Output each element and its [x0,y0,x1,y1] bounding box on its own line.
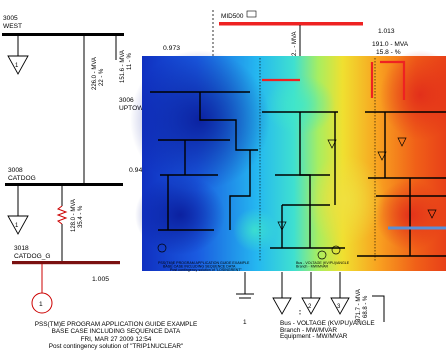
footer-line: FRI, MAR 27 2009 12:54 [80,335,152,343]
legend-line: Bus - VOLTAGE (KV/PU)/ANGLE [280,320,375,327]
bus-catdog-bar[interactable] [5,183,123,186]
footer-line: PSS(TM)E PROGRAM APPLICATION GUIDE EXAMP… [34,321,198,328]
footer-legend: Bus - VOLTAGE (KV/PU)/ANGLE Branch - MW/… [280,320,375,341]
generator-icon[interactable] [31,292,53,314]
voltage-label: 1.013 [378,28,395,35]
bus-catdog-g[interactable]: 3018 CATDOG_G [12,245,120,265]
load-triangle-icon [7,215,29,235]
bus-catdog-name: CATDOG [8,175,36,182]
bus-uptown-id: 3006 [119,97,134,104]
load-triangle-icon [272,297,292,315]
diagram-footer: PSS(TM)E PROGRAM APPLICATION GUIDE EXAMP… [0,318,446,351]
flow-label: 11 - % [127,52,133,70]
overlay-legend: Branch - MW/MVAR [296,265,328,269]
load-triangle-icon [330,297,350,315]
bus-mid500-id: MID500 [221,13,244,20]
page-number: 1 [243,319,247,326]
legend-line: Equipment - MW/MVAR [280,333,348,341]
load-label: 2 [308,304,312,310]
gen-icon [246,10,257,18]
flow-label: 371.7 - MVA [356,289,362,322]
footer-title-block: PSS(TM)E PROGRAM APPLICATION GUIDE EXAMP… [6,321,226,351]
load-triangle-icon [7,55,29,75]
bus-mid500[interactable]: MID500 [219,10,363,26]
bus-catdog-g-name: CATDOG_G [14,253,51,260]
flow-label: 151.6 - MVA [120,50,126,83]
bus-catdog[interactable]: 3008 CATDOG [5,167,123,186]
flow-label: 22 - % [99,68,105,86]
load-triangle-icon [301,297,321,315]
overlay-legend: Bus - VOLTAGE (KV/PU)/ANGLE [296,261,350,265]
footer-line: BASE CASE INCLUDING SEQUENCE DATA [51,328,181,336]
bus-catdog-g-bar[interactable] [12,261,120,265]
flow-label: 128.0 - MVA [71,199,77,232]
bus-west-bar[interactable] [2,33,124,36]
load-label: 3 [337,304,341,310]
footer-line: Post contingency solution of "TRIP1NUCLE… [48,343,184,351]
flow-label: 226.0 - MVA [92,57,98,90]
voltage-label: 0.973 [163,45,180,52]
transformer-icon [56,205,68,225]
legend-line: Branch - MW/MVAR [280,326,338,334]
flow-label: 2.. - MVA [292,31,298,56]
flow-label: 68.8 - % [363,295,369,318]
voltage-label: 0.94 [129,167,142,174]
bus-mid500-bar[interactable] [219,22,363,26]
flow-label: 15.8 - % [376,49,401,56]
flow-label: 35.4 - % [78,205,84,228]
load-label: 1 [15,63,19,69]
bus-catdog-g-id: 3018 [14,245,29,252]
contour-overlay-image: PSS(TM)E PROGRAM APPLICATION GUIDE EXAMP… [130,50,446,272]
bus-west-name: WEST [3,23,22,30]
generator-label: 1 [39,301,43,308]
load-label: 1 [15,223,19,229]
overlay-footer-line: BASE CASE INCLUDING SEQUENCE DATA [163,265,236,269]
flow-label: 191.0 - MVA [372,41,409,48]
bus-west[interactable]: 3005 WEST [2,15,124,36]
bus-catdog-id: 3008 [8,167,23,174]
voltage-label: 1.005 [92,276,109,283]
bus-west-id: 3005 [3,15,18,22]
overlay-footer-line: Post contingency solution of "LOSINGRENT… [170,268,242,272]
overlay-footer-line: PSS(TM)E PROGRAM APPLICATION GUIDE EXAMP… [158,261,250,265]
